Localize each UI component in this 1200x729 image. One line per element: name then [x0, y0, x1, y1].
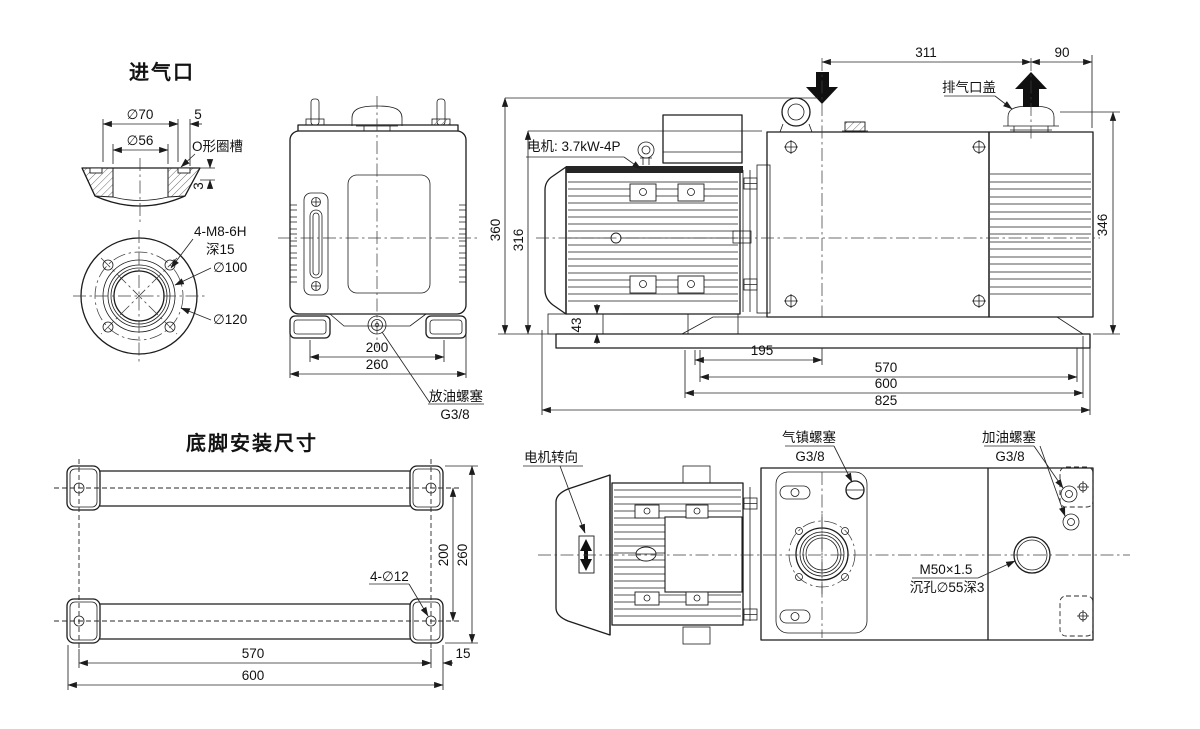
foot-title: 底脚安装尺寸: [186, 431, 318, 455]
inlet-flange-plan: [788, 514, 856, 594]
dim-dia120: ∅120: [213, 312, 247, 327]
foot-dimensions: 200 260 4-∅12 570 600 15: [67, 465, 478, 690]
inlet-detail-view: 进气口 ∅70 5 ∅56 O形圈槽: [81, 60, 243, 224]
foot-dim-200: 200: [436, 544, 451, 567]
gas-ballast-plug: [845, 480, 865, 500]
inlet-title: 进气口: [129, 60, 195, 84]
fill-thread: G3/8: [995, 449, 1024, 464]
rear-fins: [990, 173, 1091, 295]
drain-thread: G3/8: [440, 407, 469, 422]
dim-dia56: ∅56: [127, 133, 154, 148]
inlet-panel-plan: [775, 471, 868, 634]
side-dim-311: 311: [915, 45, 937, 60]
body-screws: [784, 140, 986, 308]
side-dim-600: 600: [875, 376, 898, 391]
knurled-plug: [842, 121, 868, 132]
front-panel: [347, 174, 431, 294]
dim-dia100: ∅100: [213, 260, 247, 275]
inlet-dimensions: ∅70 5 ∅56 O形圈槽 3: [102, 107, 243, 190]
dim-gap5: 5: [194, 107, 202, 122]
dim-depth3: 3: [191, 182, 206, 190]
rotation-label: 电机转向: [524, 450, 578, 465]
side-dim-346: 346: [1095, 214, 1110, 237]
foot-dim-15: 15: [455, 646, 470, 661]
front-dimensions: 200 260 放油螺塞 G3/8: [289, 330, 484, 422]
motor-plan: [555, 474, 744, 636]
side-dimensions: 311 90 排气口盖 电机: 3.7kW-4P 360 316 43 346: [488, 45, 1120, 415]
pump-flange-plate: [756, 164, 771, 314]
oil-fill-plugs: [1060, 485, 1080, 531]
pump-body-plan: [760, 467, 1094, 641]
motor-plan-lugs: [634, 504, 709, 606]
right-ribs: [459, 204, 466, 283]
foot-mounting-view: 底脚安装尺寸 200 260 4-∅12: [54, 431, 478, 690]
ballast-label: 气镇螺塞: [782, 429, 836, 445]
drain-label: 放油螺塞: [429, 388, 483, 404]
side-dim-825: 825: [875, 393, 898, 408]
exhaust-cover-label: 排气口盖: [942, 80, 996, 95]
side-dim-570: 570: [875, 360, 898, 375]
panel-plugs: [779, 485, 811, 624]
side-dim-316: 316: [511, 229, 526, 252]
fill-label: 加油螺塞: [982, 429, 1036, 445]
oring-label: O形圈槽: [192, 139, 243, 154]
front-dim-260: 260: [366, 357, 389, 372]
base-plate: [547, 313, 1091, 349]
flange-bolt-depth: 深15: [206, 242, 235, 257]
side-dim-360: 360: [488, 219, 503, 242]
terminal-box: [662, 114, 743, 164]
oring-groove-left: [89, 167, 103, 174]
pump-fin-block: [988, 131, 1094, 318]
ballast-thread: G3/8: [795, 449, 824, 464]
pump-lifting-eye: [779, 97, 813, 133]
foot-dim-600: 600: [242, 668, 265, 683]
front-feet: [289, 315, 467, 339]
pump-body-front: [289, 130, 467, 315]
side-dim-195: 195: [751, 343, 774, 358]
pump-body-side: [766, 131, 990, 318]
lifting-pins: [305, 98, 451, 126]
rotation-direction-symbol: [578, 535, 595, 574]
motor-lugs: [629, 183, 705, 294]
oring-groove-right: [177, 167, 191, 174]
inlet-section-geometry: [81, 158, 201, 224]
pump-front-view: 200 260 放油螺塞 G3/8: [278, 96, 484, 422]
foot-holes-label: 4-∅12: [370, 569, 409, 584]
foot-dim-260: 260: [455, 544, 470, 567]
counterbore-label: 沉孔∅55深3: [910, 580, 985, 595]
pump-top-view: 电机转向 气镇螺塞 G3/8 加油螺塞 G3/8 M50×1.5 沉孔∅55深3: [523, 429, 1130, 645]
motor-side: [544, 114, 743, 315]
hidden-foot-pads: [1059, 466, 1094, 637]
coupling-housing: [732, 170, 758, 312]
left-ribs: [290, 204, 297, 283]
terminal-box-plan: [664, 516, 743, 593]
inlet-flange-view: 4-M8-6H 深15 ∅100 ∅120: [73, 224, 247, 362]
dim-dia70: ∅70: [127, 107, 154, 122]
motor-label: 电机: 3.7kW-4P: [527, 139, 621, 154]
foot-dim-570: 570: [242, 646, 265, 661]
front-dim-200: 200: [366, 340, 389, 355]
foot-rails: [66, 465, 444, 644]
coupling-plan: [742, 487, 758, 621]
side-dim-43: 43: [569, 317, 584, 332]
side-dim-90: 90: [1054, 45, 1069, 60]
oil-sight-glass: [303, 192, 329, 296]
plan-labels: 电机转向 气镇螺塞 G3/8 加油螺塞 G3/8 M50×1.5 沉孔∅55深3: [523, 429, 1066, 595]
m50-label: M50×1.5: [920, 562, 973, 577]
pump-side-view: 311 90 排气口盖 电机: 3.7kW-4P 360 316 43 346: [488, 45, 1120, 415]
motor-eyebolt: [637, 141, 655, 165]
flange-bolt-spec: 4-M8-6H: [194, 224, 247, 239]
